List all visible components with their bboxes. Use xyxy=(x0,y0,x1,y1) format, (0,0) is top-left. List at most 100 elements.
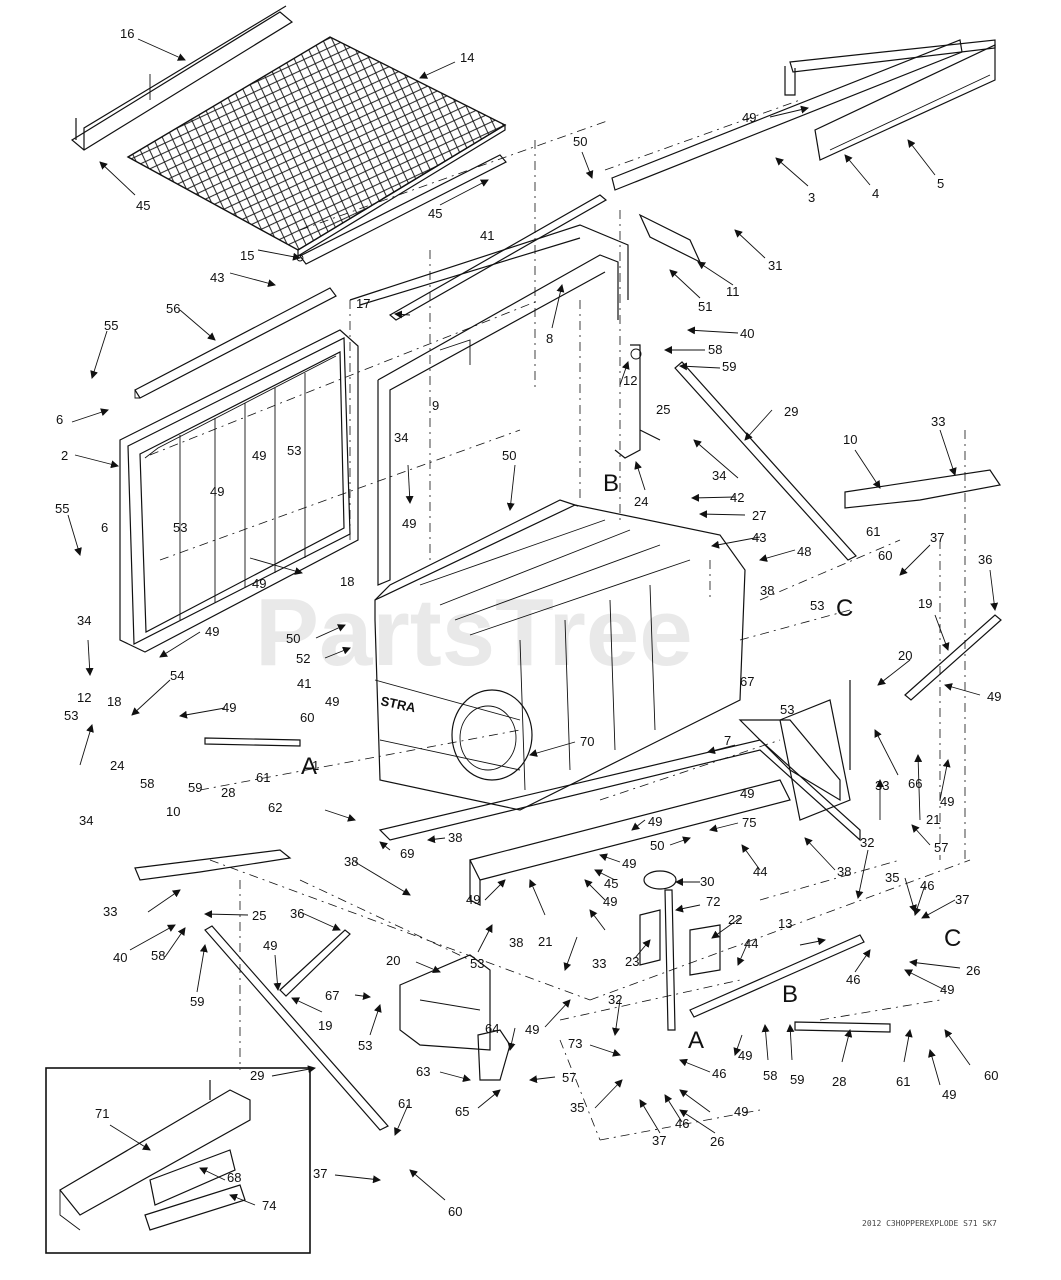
callout-40: 40 xyxy=(740,326,754,341)
callout-37: 37 xyxy=(313,1166,327,1181)
hopper-tank: STRA xyxy=(374,499,746,811)
callout-26: 26 xyxy=(710,1134,724,1149)
callout-49: 49 xyxy=(252,576,266,591)
callout-24: 24 xyxy=(634,494,648,509)
ref-letter-b: B xyxy=(782,981,798,1008)
left-rail-angle xyxy=(134,849,292,881)
callout-59: 59 xyxy=(790,1072,804,1087)
callout-36: 36 xyxy=(978,552,992,567)
callout-19: 19 xyxy=(318,1018,332,1033)
callout-49: 49 xyxy=(940,794,954,809)
callout-58: 58 xyxy=(763,1068,777,1083)
callout-30: 30 xyxy=(700,874,714,889)
callout-53: 53 xyxy=(173,520,187,535)
callout-13: 13 xyxy=(778,916,792,931)
ref-letter-a: A xyxy=(301,753,317,780)
callout-54: 54 xyxy=(170,668,184,683)
callout-53: 53 xyxy=(810,598,824,613)
callout-49: 49 xyxy=(402,516,416,531)
callout-74: 74 xyxy=(262,1198,276,1213)
callout-38: 38 xyxy=(448,830,462,845)
lever-bracket xyxy=(639,909,721,976)
callout-62: 62 xyxy=(268,800,282,815)
mount-plate xyxy=(638,213,702,264)
callout-12: 12 xyxy=(77,690,91,705)
callout-49: 49 xyxy=(738,1048,752,1063)
callout-21: 21 xyxy=(538,934,552,949)
callout-8: 8 xyxy=(546,331,553,346)
callout-67: 67 xyxy=(740,674,754,689)
callout-33: 33 xyxy=(875,778,889,793)
drag-rod-left xyxy=(204,737,301,747)
callout-6: 6 xyxy=(56,412,63,427)
base-frame xyxy=(378,719,861,906)
callout-4: 4 xyxy=(872,186,879,201)
callout-61: 61 xyxy=(398,1096,412,1111)
callout-73: 73 xyxy=(568,1036,582,1051)
callout-44: 44 xyxy=(753,864,767,879)
callout-46: 46 xyxy=(920,878,934,893)
callout-11: 11 xyxy=(726,284,740,299)
callout-49: 49 xyxy=(263,938,277,953)
callout-41: 41 xyxy=(480,228,494,243)
callout-71: 71 xyxy=(95,1106,109,1121)
drawing-code: 2012 C3HOPPEREXPLODE S71 SK7 xyxy=(862,1219,997,1228)
callout-59: 59 xyxy=(722,359,736,374)
callout-32: 32 xyxy=(860,835,874,850)
callout-61: 61 xyxy=(866,524,880,539)
callout-72: 72 xyxy=(706,894,720,909)
callout-25: 25 xyxy=(252,908,266,923)
callout-45: 45 xyxy=(428,206,442,221)
hopper-rear-panel xyxy=(349,224,629,306)
callout-46: 46 xyxy=(712,1066,726,1081)
callout-63: 63 xyxy=(416,1064,430,1079)
callout-49: 49 xyxy=(734,1104,748,1119)
drag-rod-right xyxy=(794,1021,891,1033)
callout-68: 68 xyxy=(227,1170,241,1185)
callout-35: 35 xyxy=(570,1100,584,1115)
callout-45: 45 xyxy=(604,876,618,891)
callout-69: 69 xyxy=(400,846,414,861)
callout-61: 61 xyxy=(256,770,270,785)
callout-14: 14 xyxy=(460,50,474,65)
callout-49: 49 xyxy=(742,110,756,125)
hopper-side-panel xyxy=(377,254,619,586)
callout-58: 58 xyxy=(708,342,722,357)
callout-48: 48 xyxy=(797,544,811,559)
callout-49: 49 xyxy=(942,1087,956,1102)
callout-40: 40 xyxy=(113,950,127,965)
watermark-text: PartsTree xyxy=(255,579,693,686)
callout-53: 53 xyxy=(358,1038,372,1053)
callout-12: 12 xyxy=(623,373,637,388)
callout-49: 49 xyxy=(648,814,662,829)
mesh-side-rail xyxy=(70,5,294,151)
pivot-bracket-right xyxy=(614,344,661,459)
callout-20: 20 xyxy=(898,648,912,663)
callout-10: 10 xyxy=(166,804,180,819)
callout-60: 60 xyxy=(984,1068,998,1083)
callout-49: 49 xyxy=(622,856,636,871)
callout-29: 29 xyxy=(784,404,798,419)
right-rail-angle xyxy=(844,469,1002,509)
callout-15: 15 xyxy=(240,248,254,263)
callout-49: 49 xyxy=(205,624,219,639)
callout-37: 37 xyxy=(955,892,969,907)
ref-letter-b: B xyxy=(603,470,619,497)
callout-53: 53 xyxy=(64,708,78,723)
callout-60: 60 xyxy=(448,1204,462,1219)
tank-brand-text: STRA xyxy=(379,693,417,715)
callout-18: 18 xyxy=(340,574,354,589)
callout-49: 49 xyxy=(987,689,1001,704)
top-bracket xyxy=(388,194,608,321)
callout-64: 64 xyxy=(485,1021,499,1036)
callout-55: 55 xyxy=(55,501,69,516)
callout-32: 32 xyxy=(608,992,622,1007)
callout-53: 53 xyxy=(470,956,484,971)
callout-41: 41 xyxy=(297,676,311,691)
callout-67: 67 xyxy=(325,988,339,1003)
callout-50: 50 xyxy=(502,448,516,463)
callout-1: 1 xyxy=(312,758,319,773)
callout-35: 35 xyxy=(885,870,899,885)
